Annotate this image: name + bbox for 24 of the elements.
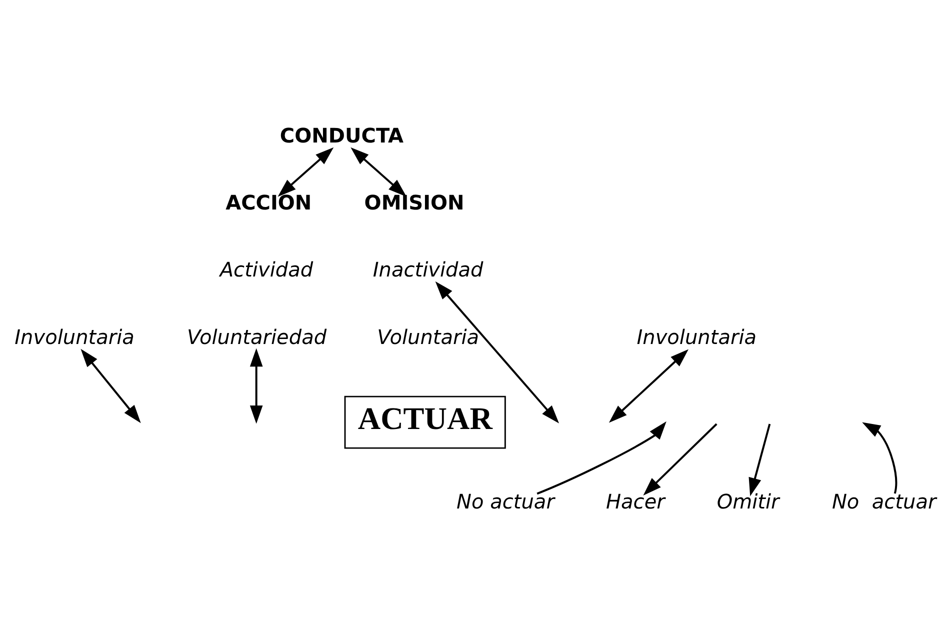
arrow [643, 423, 718, 496]
arrow [435, 281, 560, 424]
node-text: CONDUCTA [280, 123, 404, 148]
node-text: Voluntaria [377, 324, 480, 349]
arrow [80, 348, 141, 424]
node-text: No actuar [456, 489, 554, 514]
arrow [608, 349, 688, 423]
arrow [278, 147, 334, 197]
node-text: Inactividad [372, 258, 484, 282]
arrow [250, 348, 263, 424]
node-text: Involuntaria [14, 324, 134, 349]
node-text: Actividad [220, 258, 314, 282]
arrow [748, 424, 771, 496]
node-text: Hacer [606, 489, 665, 514]
node-box: ACTUAR [344, 396, 506, 449]
arrow [862, 422, 898, 494]
arrow [350, 147, 407, 197]
arrow [536, 421, 666, 495]
node-text: Involuntaria [636, 324, 757, 349]
node-text: No actuar [832, 489, 936, 514]
node-text: ACCION [226, 190, 312, 215]
node-text: Voluntariedad [186, 324, 327, 349]
node-text: OMISION [364, 190, 464, 215]
node-text: Omitir [716, 489, 780, 514]
